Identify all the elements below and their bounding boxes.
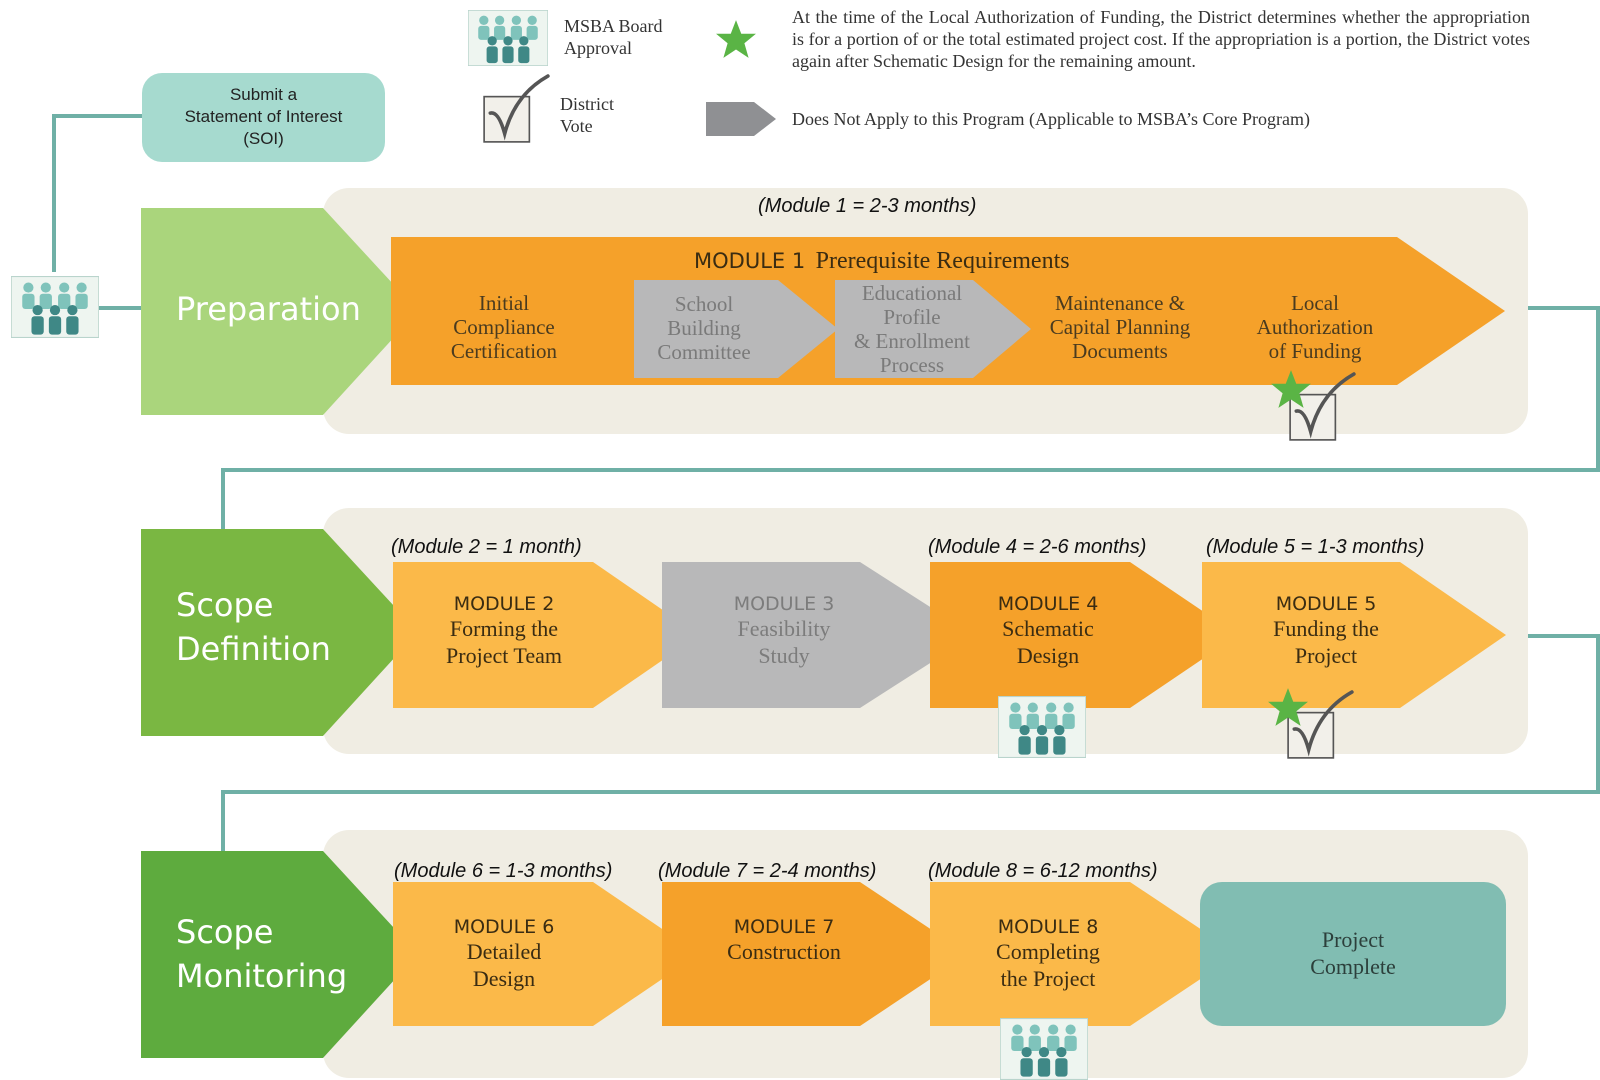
module8-arrow xyxy=(930,882,1238,1026)
step-maintenance-capital: Maintenance & Capital Planning Documents xyxy=(1049,291,1191,363)
connector-line xyxy=(221,790,1600,794)
educational-profile-arrow xyxy=(835,280,1031,378)
phase-preparation: Preparation xyxy=(176,290,361,328)
module3-box: MODULE 3 Feasibility Study xyxy=(694,593,874,669)
module8-name: Completing the Project xyxy=(996,939,1100,991)
module1-title: MODULE 1 Prerequisite Requirements xyxy=(694,248,1070,275)
module6-box: MODULE 6 Detailed Design xyxy=(414,916,594,992)
module1-label: MODULE 1 xyxy=(694,249,806,273)
module2-arrow xyxy=(393,562,699,708)
module5-box: MODULE 5 Funding the Project xyxy=(1236,593,1416,669)
module2-box: MODULE 2 Forming the Project Team xyxy=(414,593,594,669)
module8-label: MODULE 8 xyxy=(997,916,1099,938)
soi-box: Submit a Statement of Interest (SOI) xyxy=(142,73,385,162)
module4-duration: (Module 4 = 2-6 months) xyxy=(928,536,1147,558)
scope-monitoring-chevron xyxy=(141,851,418,1058)
step-educational-profile: Educational Profile & Enrollment Process xyxy=(853,281,971,377)
module4-arrow xyxy=(930,562,1238,708)
module4-name: Schematic Design xyxy=(1002,616,1094,668)
legend-board-approval: MSBA Board Approval xyxy=(564,16,663,58)
module4-box: MODULE 4 Schematic Design xyxy=(958,593,1138,669)
module2-duration: (Module 2 = 1 month) xyxy=(391,536,582,558)
connector-line xyxy=(1528,634,1600,638)
project-complete-box: Project Complete xyxy=(1200,882,1506,1026)
module6-label: MODULE 6 xyxy=(453,916,555,938)
module5-label: MODULE 5 xyxy=(1275,593,1377,615)
connector-line xyxy=(221,468,1600,472)
module6-name: Detailed Design xyxy=(466,939,542,991)
legend-star-note: At the time of the Local Authorization o… xyxy=(792,7,1530,71)
module7-box: MODULE 7 Construction xyxy=(694,916,874,965)
module2-name: Forming the Project Team xyxy=(446,616,562,668)
module5-duration: (Module 5 = 1-3 months) xyxy=(1206,536,1425,558)
module7-label: MODULE 7 xyxy=(733,916,835,938)
module2-label: MODULE 2 xyxy=(453,593,555,615)
star-icon xyxy=(1267,686,1309,728)
gray-arrow-icon xyxy=(706,102,776,136)
step-initial-compliance: Initial Compliance Certification xyxy=(450,291,558,363)
module6-duration: (Module 6 = 1-3 months) xyxy=(394,860,613,882)
connector-line xyxy=(1528,306,1600,310)
phase-scope-monitoring: Scope Monitoring xyxy=(176,913,348,995)
module3-arrow xyxy=(662,562,974,708)
module5-name: Funding the Project xyxy=(1273,616,1379,668)
board-approval-icon xyxy=(11,276,99,338)
module7-arrow xyxy=(662,882,968,1026)
module8-box: MODULE 8 Completing the Project xyxy=(958,916,1138,992)
module7-duration: (Module 7 = 2-4 months) xyxy=(658,860,877,882)
star-icon xyxy=(1270,368,1312,410)
preparation-chevron xyxy=(141,208,418,415)
legend-gray-arrow-note: Does Not Apply to this Program (Applicab… xyxy=(792,109,1310,129)
board-approval-icon xyxy=(998,696,1086,758)
module1-duration: (Module 1 = 2-3 months) xyxy=(758,195,977,217)
board-approval-icon xyxy=(1000,1018,1088,1080)
connector-line xyxy=(96,306,142,310)
connector-line xyxy=(52,114,56,272)
module4-label: MODULE 4 xyxy=(997,593,1099,615)
module3-label: MODULE 3 xyxy=(733,593,835,615)
legend-district-vote: District Vote xyxy=(560,94,614,136)
connector-line xyxy=(1596,634,1600,794)
connector-line xyxy=(1596,306,1600,472)
scope-definition-chevron xyxy=(141,529,418,736)
connector-line xyxy=(221,468,225,530)
connector-line xyxy=(52,114,142,118)
step-school-building-committee: School Building Committee xyxy=(657,292,751,364)
connector-line xyxy=(221,790,225,852)
star-icon xyxy=(715,18,757,60)
phase-scope-definition: Scope Definition xyxy=(176,586,331,668)
module5-arrow xyxy=(1202,562,1506,708)
module1-name: Prerequisite Requirements xyxy=(815,248,1070,274)
module6-arrow xyxy=(393,882,699,1026)
module3-name: Feasibility Study xyxy=(737,616,831,668)
module8-duration: (Module 8 = 6-12 months) xyxy=(928,860,1158,882)
school-building-committee-arrow xyxy=(634,280,838,378)
step-local-authorization: Local Authorization of Funding xyxy=(1256,291,1374,363)
module7-name: Construction xyxy=(727,939,841,964)
board-approval-icon xyxy=(468,10,548,66)
vote-icon xyxy=(480,74,552,146)
